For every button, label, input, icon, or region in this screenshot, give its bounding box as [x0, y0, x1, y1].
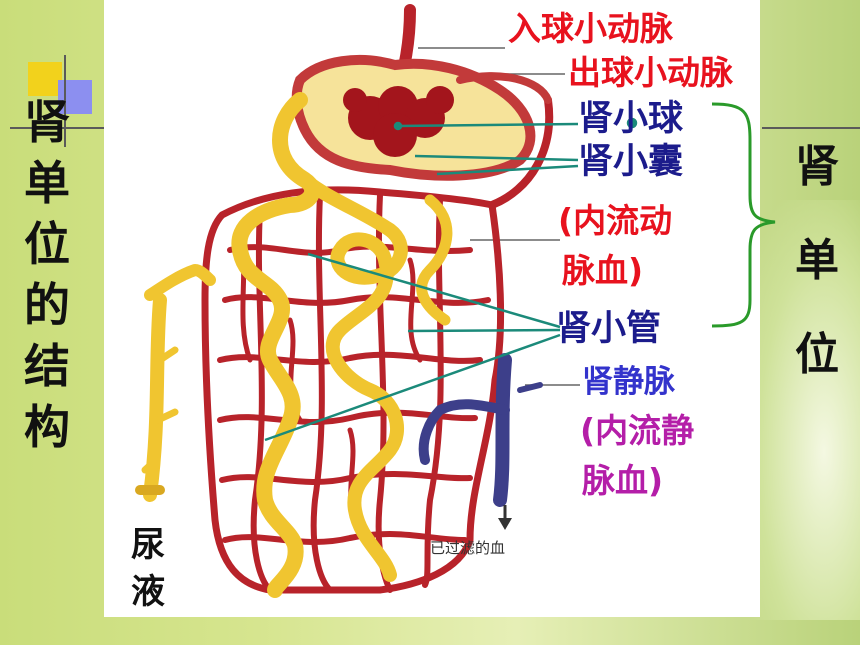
label-tubule: 肾小管	[556, 309, 662, 349]
slide-title: 肾单位的结构	[24, 95, 70, 454]
label-capsule-note-line1: (内流动	[558, 201, 673, 240]
brace-label-nephron: 肾单位	[795, 141, 839, 380]
pointer-lines	[264, 117, 638, 442]
tubule	[135, 92, 453, 598]
decor-vertical-line	[64, 55, 66, 147]
label-capsule: 肾小囊	[578, 142, 684, 182]
label-capsule-note-line2: 脉血)	[562, 251, 644, 290]
decor-blue-square	[58, 80, 92, 114]
collecting-duct-branches	[141, 346, 179, 474]
label-afferent-arteriole: 入球小动脉	[508, 9, 673, 48]
label-urine: 尿液	[131, 525, 165, 612]
label-renal-vein: 肾静脉	[582, 364, 675, 400]
down-arrow-icon	[498, 505, 512, 530]
label-efferent-arteriole: 出球小动脉	[568, 53, 733, 92]
label-vein-note-line2: 脉血)	[582, 461, 664, 500]
background-glow	[740, 200, 860, 620]
decor-yellow-square	[28, 62, 62, 96]
label-glomerulus: 肾小球	[578, 99, 684, 139]
brace-icon	[711, 102, 776, 328]
decor-horizontal-line-right	[762, 127, 860, 129]
label-filtered-blood: 已过滤的血	[430, 539, 506, 557]
glomerulus	[343, 86, 454, 157]
capillary-network	[201, 186, 505, 594]
decor-horizontal-line-left	[10, 127, 106, 129]
renal-vein-vessel	[418, 353, 543, 507]
label-vein-note-line1: (内流静	[580, 411, 695, 450]
